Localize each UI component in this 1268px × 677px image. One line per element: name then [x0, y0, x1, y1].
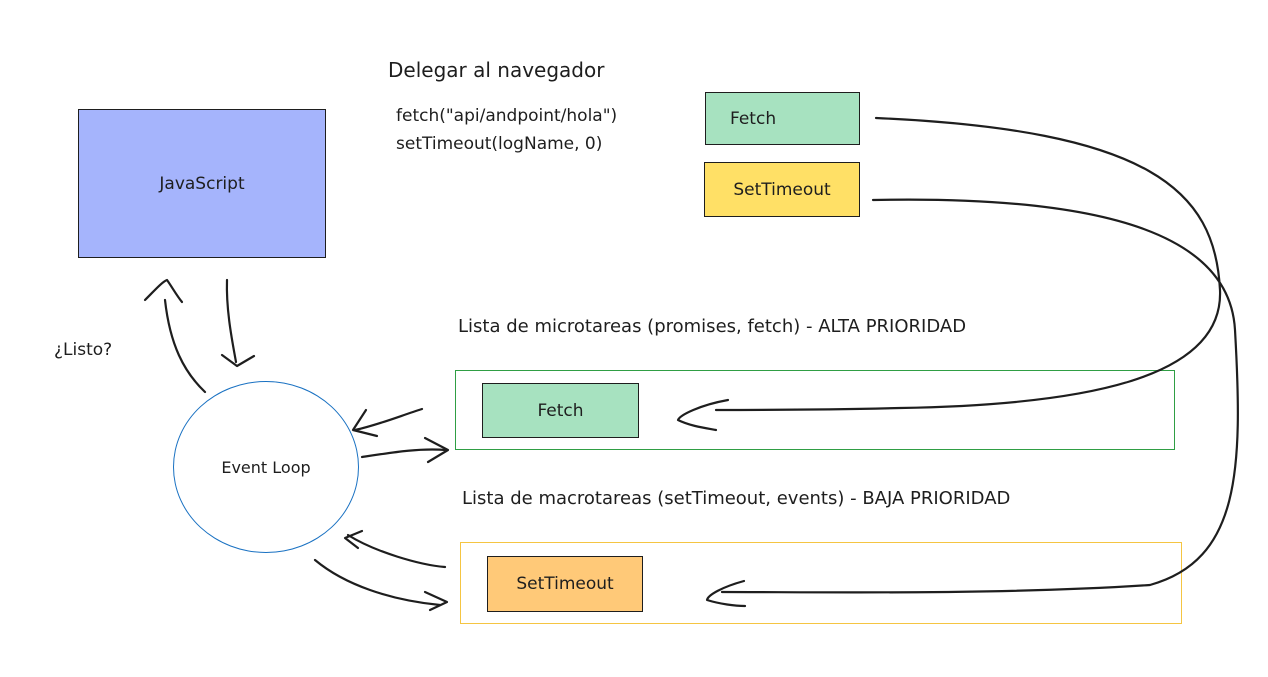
browser-fetch-label: Fetch	[730, 108, 777, 129]
javascript-label: JavaScript	[159, 173, 245, 194]
arrow-micro-to-loop	[353, 407, 424, 432]
arrow-browser-settimeout-to-macro	[720, 198, 1239, 594]
macrotasks-title: Lista de macrotareas (setTimeout, events…	[462, 488, 1011, 509]
listo-label: ¿Listo?	[54, 340, 113, 360]
arrow-js-to-loop	[225, 278, 238, 364]
arrow-browser-fetch-to-micro	[714, 116, 1222, 412]
microtask-fetch-item: Fetch	[482, 383, 639, 438]
arrow-browser-fetch-to-micro-head	[676, 398, 730, 432]
browser-settimeout-label: SetTimeout	[733, 179, 831, 200]
microtask-fetch-label: Fetch	[537, 400, 584, 421]
arrow-js-to-loop-head	[220, 353, 256, 368]
arrow-loop-to-micro-head	[423, 436, 450, 464]
event-loop-circle: Event Loop	[173, 381, 359, 553]
macrotasks-queue	[460, 542, 1182, 624]
code-line-fetch: fetch("api/andpoint/hola")	[396, 106, 618, 126]
arrow-loop-to-js	[163, 298, 207, 394]
browser-fetch-box: Fetch	[705, 92, 860, 145]
arrow-browser-settimeout-to-macro-head	[705, 579, 747, 608]
arrow-macro-to-loop-head	[343, 529, 364, 550]
microtasks-queue	[455, 370, 1175, 450]
arrow-loop-to-micro	[360, 448, 448, 459]
macrotask-settimeout-label: SetTimeout	[516, 574, 614, 594]
delegate-title: Delegar al navegador	[388, 58, 605, 82]
arrow-micro-to-loop-head	[351, 408, 379, 438]
arrow-loop-to-js-head	[143, 278, 184, 304]
arrow-loop-to-macro-head	[423, 590, 449, 612]
macrotask-settimeout-item: SetTimeout	[487, 556, 643, 612]
javascript-box: JavaScript	[78, 109, 326, 258]
arrow-macro-to-loop	[346, 533, 447, 569]
code-line-settimeout: setTimeout(logName, 0)	[396, 134, 603, 154]
arrow-loop-to-macro	[313, 558, 442, 607]
microtasks-title: Lista de microtareas (promises, fetch) -…	[458, 316, 967, 337]
event-loop-label: Event Loop	[221, 457, 311, 477]
browser-settimeout-box: SetTimeout	[704, 162, 860, 217]
